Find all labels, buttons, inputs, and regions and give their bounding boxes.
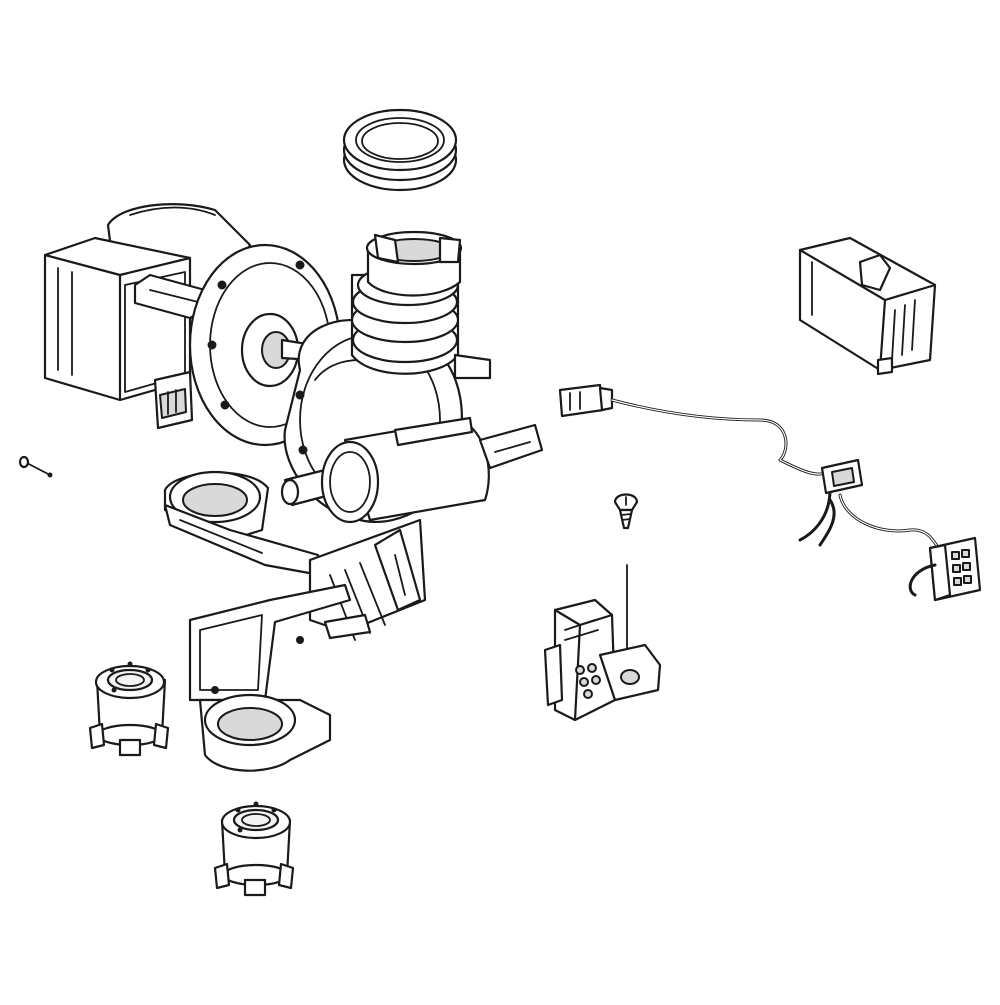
- pin: [18, 455, 53, 478]
- foot-grommet: [213, 801, 295, 897]
- control-board: [798, 236, 937, 376]
- sensor-connector: [543, 598, 662, 722]
- mounting-bracket: [163, 470, 427, 772]
- hose-gasket: [342, 108, 458, 192]
- foot-grommet: [88, 661, 170, 757]
- pump-housing: [280, 230, 544, 524]
- wire-harness: [558, 383, 982, 602]
